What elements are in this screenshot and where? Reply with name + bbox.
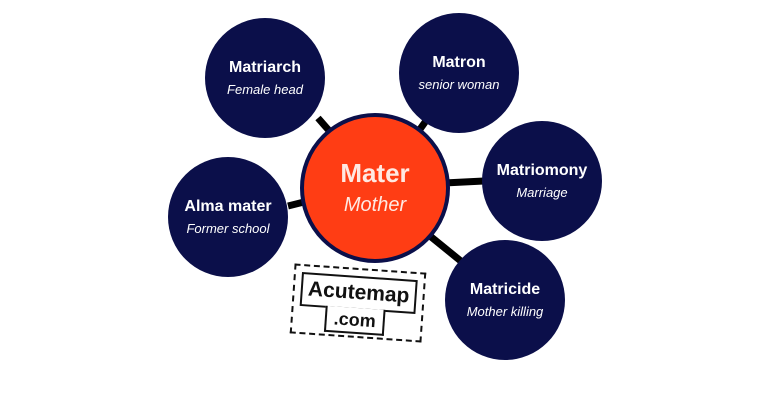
acutemap-watermark: Acutemap .com (289, 263, 427, 343)
node-subtitle: Marriage (516, 184, 568, 200)
node-title: Matricide (469, 280, 541, 298)
node-title: Matriarch (228, 58, 302, 76)
connector-matrimony (443, 177, 485, 187)
node-title: Alma mater (184, 197, 272, 215)
node-title: Matron (432, 53, 486, 71)
node-matrimony: Matriomony Marriage (482, 121, 602, 241)
center-subtitle: Mother (343, 194, 407, 216)
node-subtitle: Mother killing (466, 303, 544, 319)
node-subtitle: Former school (186, 220, 270, 236)
node-alma-mater: Alma mater Former school (168, 157, 288, 277)
node-matron: Matron senior woman (399, 13, 519, 133)
node-matriarch: Matriarch Female head (205, 18, 325, 138)
center-title: Mater (340, 158, 410, 188)
node-subtitle: Female head (227, 81, 303, 97)
connector-matricide (427, 233, 465, 265)
node-title: Matriomony (496, 161, 588, 179)
node-matricide: Matricide Mother killing (445, 240, 565, 360)
center-node-mater: Mater Mother (300, 113, 450, 263)
watermark-domain: .com (323, 305, 386, 336)
node-subtitle: senior woman (418, 76, 500, 92)
